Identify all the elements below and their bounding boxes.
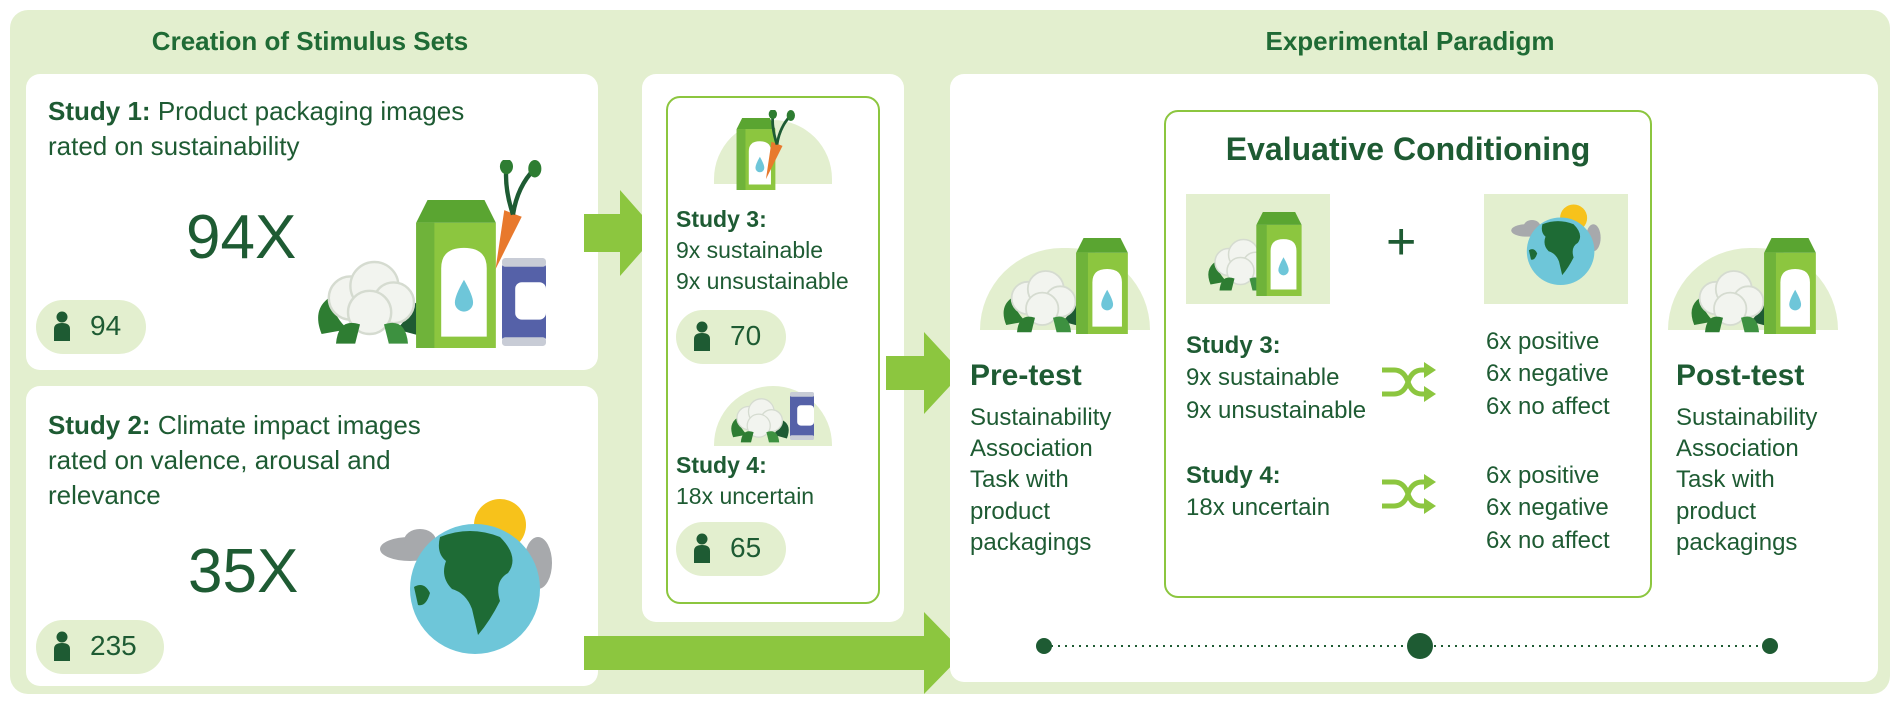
- study3-block: Study 3: 9x sustainable 9x unsustainable: [676, 204, 849, 297]
- study1-participants: 94: [90, 310, 122, 341]
- ec-study3-line1: 9x sustainable: [1186, 364, 1340, 392]
- study2-title: Study 2:: [48, 410, 151, 440]
- study3-line2: 9x unsustainable: [676, 268, 849, 295]
- carrot-icon: [756, 110, 798, 186]
- milk-carton-icon: [1764, 238, 1816, 334]
- milk-carton-icon: [1076, 238, 1128, 334]
- cauliflower-icon: [312, 250, 432, 346]
- ec-outcome: 6x negative: [1486, 494, 1609, 522]
- ec-study4-title: Study 4:: [1186, 462, 1281, 489]
- milk-carton-icon: [1256, 212, 1302, 296]
- header-experimental-paradigm: Experimental Paradigm: [1265, 26, 1555, 56]
- posttest-line: Sustainability: [1676, 404, 1818, 431]
- ec-outcome: 6x positive: [1486, 328, 1600, 355]
- study1-description: Study 1: Product packaging images rated …: [48, 94, 588, 164]
- study4-participants-badge: 65: [676, 522, 786, 576]
- earth-icon: [370, 492, 570, 662]
- ec-outcome: 6x positive: [1486, 462, 1600, 489]
- ec-card: [1164, 110, 1652, 598]
- ec-study3-block: Study 3: 9x sustainable 9x unsustainable: [1186, 330, 1366, 427]
- earth-icon: [1506, 200, 1610, 290]
- pretest-title: Pre-test: [970, 359, 1082, 392]
- study3-line1: 9x sustainable: [676, 237, 824, 264]
- can-icon: [790, 392, 814, 440]
- person-icon: [692, 321, 712, 351]
- posttest-description: Sustainability Association Task with pro…: [1676, 402, 1817, 558]
- study3-title: Study 3:: [676, 206, 767, 232]
- ec-outcome: 6x no affect: [1486, 392, 1610, 420]
- person-icon: [52, 631, 72, 661]
- person-icon: [692, 533, 712, 563]
- study1-count: 94X: [186, 203, 297, 272]
- study1-desc-line2: rated on sustainability: [48, 131, 300, 162]
- ec-plus: +: [1386, 213, 1417, 271]
- cauliflower-icon: [728, 392, 792, 444]
- ec-outcome: 6x no affect: [1486, 526, 1610, 554]
- pretest-line: Sustainability: [970, 404, 1112, 431]
- ec-study4-line1: 18x uncertain: [1186, 494, 1331, 522]
- study2-participants: 235: [90, 630, 137, 661]
- study4-line1: 18x uncertain: [676, 483, 815, 510]
- study2-desc-line2: rated on valence, arousal and: [48, 445, 391, 476]
- timeline-icon: [1036, 633, 1778, 659]
- pretest-description: Sustainability Association Task with pro…: [970, 402, 1111, 558]
- ec-study3-line2: 9x unsustainable: [1186, 396, 1367, 424]
- ec-title: Evaluative Conditioning: [1225, 131, 1591, 167]
- arrow-right-icon: [584, 190, 658, 276]
- person-icon: [52, 311, 72, 341]
- study2-count: 35X: [188, 537, 299, 606]
- ec-outcome: 6x negative: [1486, 360, 1609, 388]
- posttest-line: product: [1676, 497, 1757, 525]
- posttest-title: Post-test: [1676, 359, 1805, 392]
- arrow-right-icon: [886, 332, 962, 414]
- pretest-line: product: [970, 497, 1051, 525]
- posttest-line: packagings: [1676, 528, 1798, 556]
- ec-study4-block: Study 4: 18x uncertain: [1186, 460, 1330, 525]
- posttest-line: Association: [1676, 435, 1799, 463]
- shuffle-icon: [1380, 474, 1436, 514]
- arrow-right-icon: [584, 612, 964, 694]
- study2-desc-line3: relevance: [48, 480, 161, 511]
- study4-participants: 65: [730, 532, 762, 563]
- study1-participants-badge: 94: [36, 300, 146, 354]
- pretest-line: Task with: [970, 466, 1069, 494]
- study3-participants: 70: [730, 320, 762, 351]
- study1-title: Study 1:: [48, 96, 151, 126]
- ec-study3-title: Study 3:: [1186, 332, 1281, 359]
- ec-study3-outcomes: 6x positive 6x negative 6x no affect: [1486, 326, 1610, 423]
- pretest-line: Association: [970, 435, 1093, 463]
- study1-desc-line1: Product packaging images: [157, 96, 465, 126]
- study4-block: Study 4: 18x uncertain: [676, 450, 814, 512]
- header-stimulus-sets: Creation of Stimulus Sets: [151, 26, 469, 56]
- study2-participants-badge: 235: [36, 620, 164, 674]
- shuffle-icon: [1380, 362, 1436, 402]
- study3-participants-badge: 70: [676, 310, 786, 364]
- study2-description: Study 2: Climate impact images rated on …: [48, 408, 588, 513]
- study4-title: Study 4:: [676, 452, 767, 478]
- ec-study4-outcomes: 6x positive 6x negative 6x no affect: [1486, 460, 1610, 557]
- can-icon: [502, 258, 546, 346]
- posttest-line: Task with: [1676, 466, 1775, 494]
- pretest-line: packagings: [970, 528, 1092, 556]
- study2-desc-line1: Climate impact images: [157, 410, 421, 440]
